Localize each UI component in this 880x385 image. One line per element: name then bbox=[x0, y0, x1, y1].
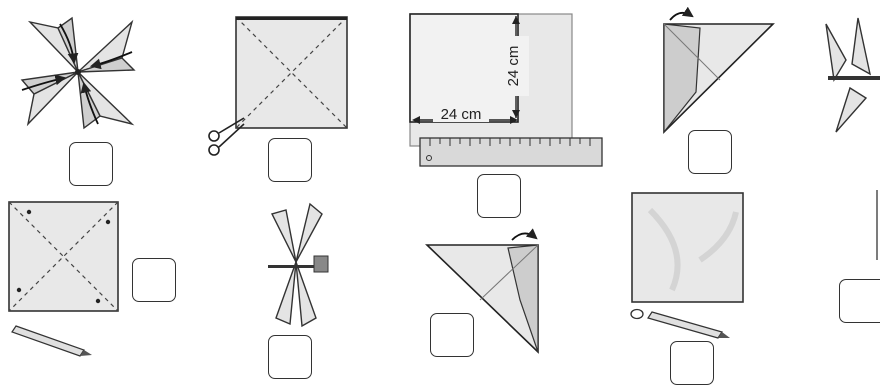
answer-box-fold-corner[interactable] bbox=[688, 130, 732, 174]
answer-box-pinwheel-arrows[interactable] bbox=[69, 142, 113, 186]
ruler-icon bbox=[420, 138, 602, 166]
measure-paper-illustration: 24 cm 24 cm bbox=[410, 14, 572, 146]
fold-corner-illustration bbox=[664, 13, 773, 132]
pinwheel-with-arrows-illustration bbox=[22, 18, 134, 128]
pinwheel-side-view-illustration bbox=[826, 18, 880, 132]
pinwheel-on-stick-illustration bbox=[268, 204, 328, 326]
eraser-icon bbox=[631, 310, 643, 319]
width-measure-label: 24 cm bbox=[441, 106, 482, 123]
pencil-icon bbox=[648, 312, 730, 338]
pencil-icon bbox=[12, 326, 92, 356]
answer-box-cut-square[interactable] bbox=[268, 138, 312, 182]
draw-square-illustration bbox=[632, 193, 743, 302]
height-measure-label: 24 cm bbox=[505, 46, 522, 87]
answer-box-measure-paper[interactable] bbox=[477, 174, 521, 218]
mark-diagonals-illustration bbox=[9, 202, 118, 311]
cut-square-illustration bbox=[236, 17, 347, 128]
answer-box-pin-stick[interactable] bbox=[268, 335, 312, 379]
answer-box-fold-second[interactable] bbox=[430, 313, 474, 357]
answer-box-side-view[interactable] bbox=[839, 279, 880, 323]
answer-box-mark-diagonals[interactable] bbox=[132, 258, 176, 302]
answer-box-draw-square[interactable] bbox=[670, 341, 714, 385]
